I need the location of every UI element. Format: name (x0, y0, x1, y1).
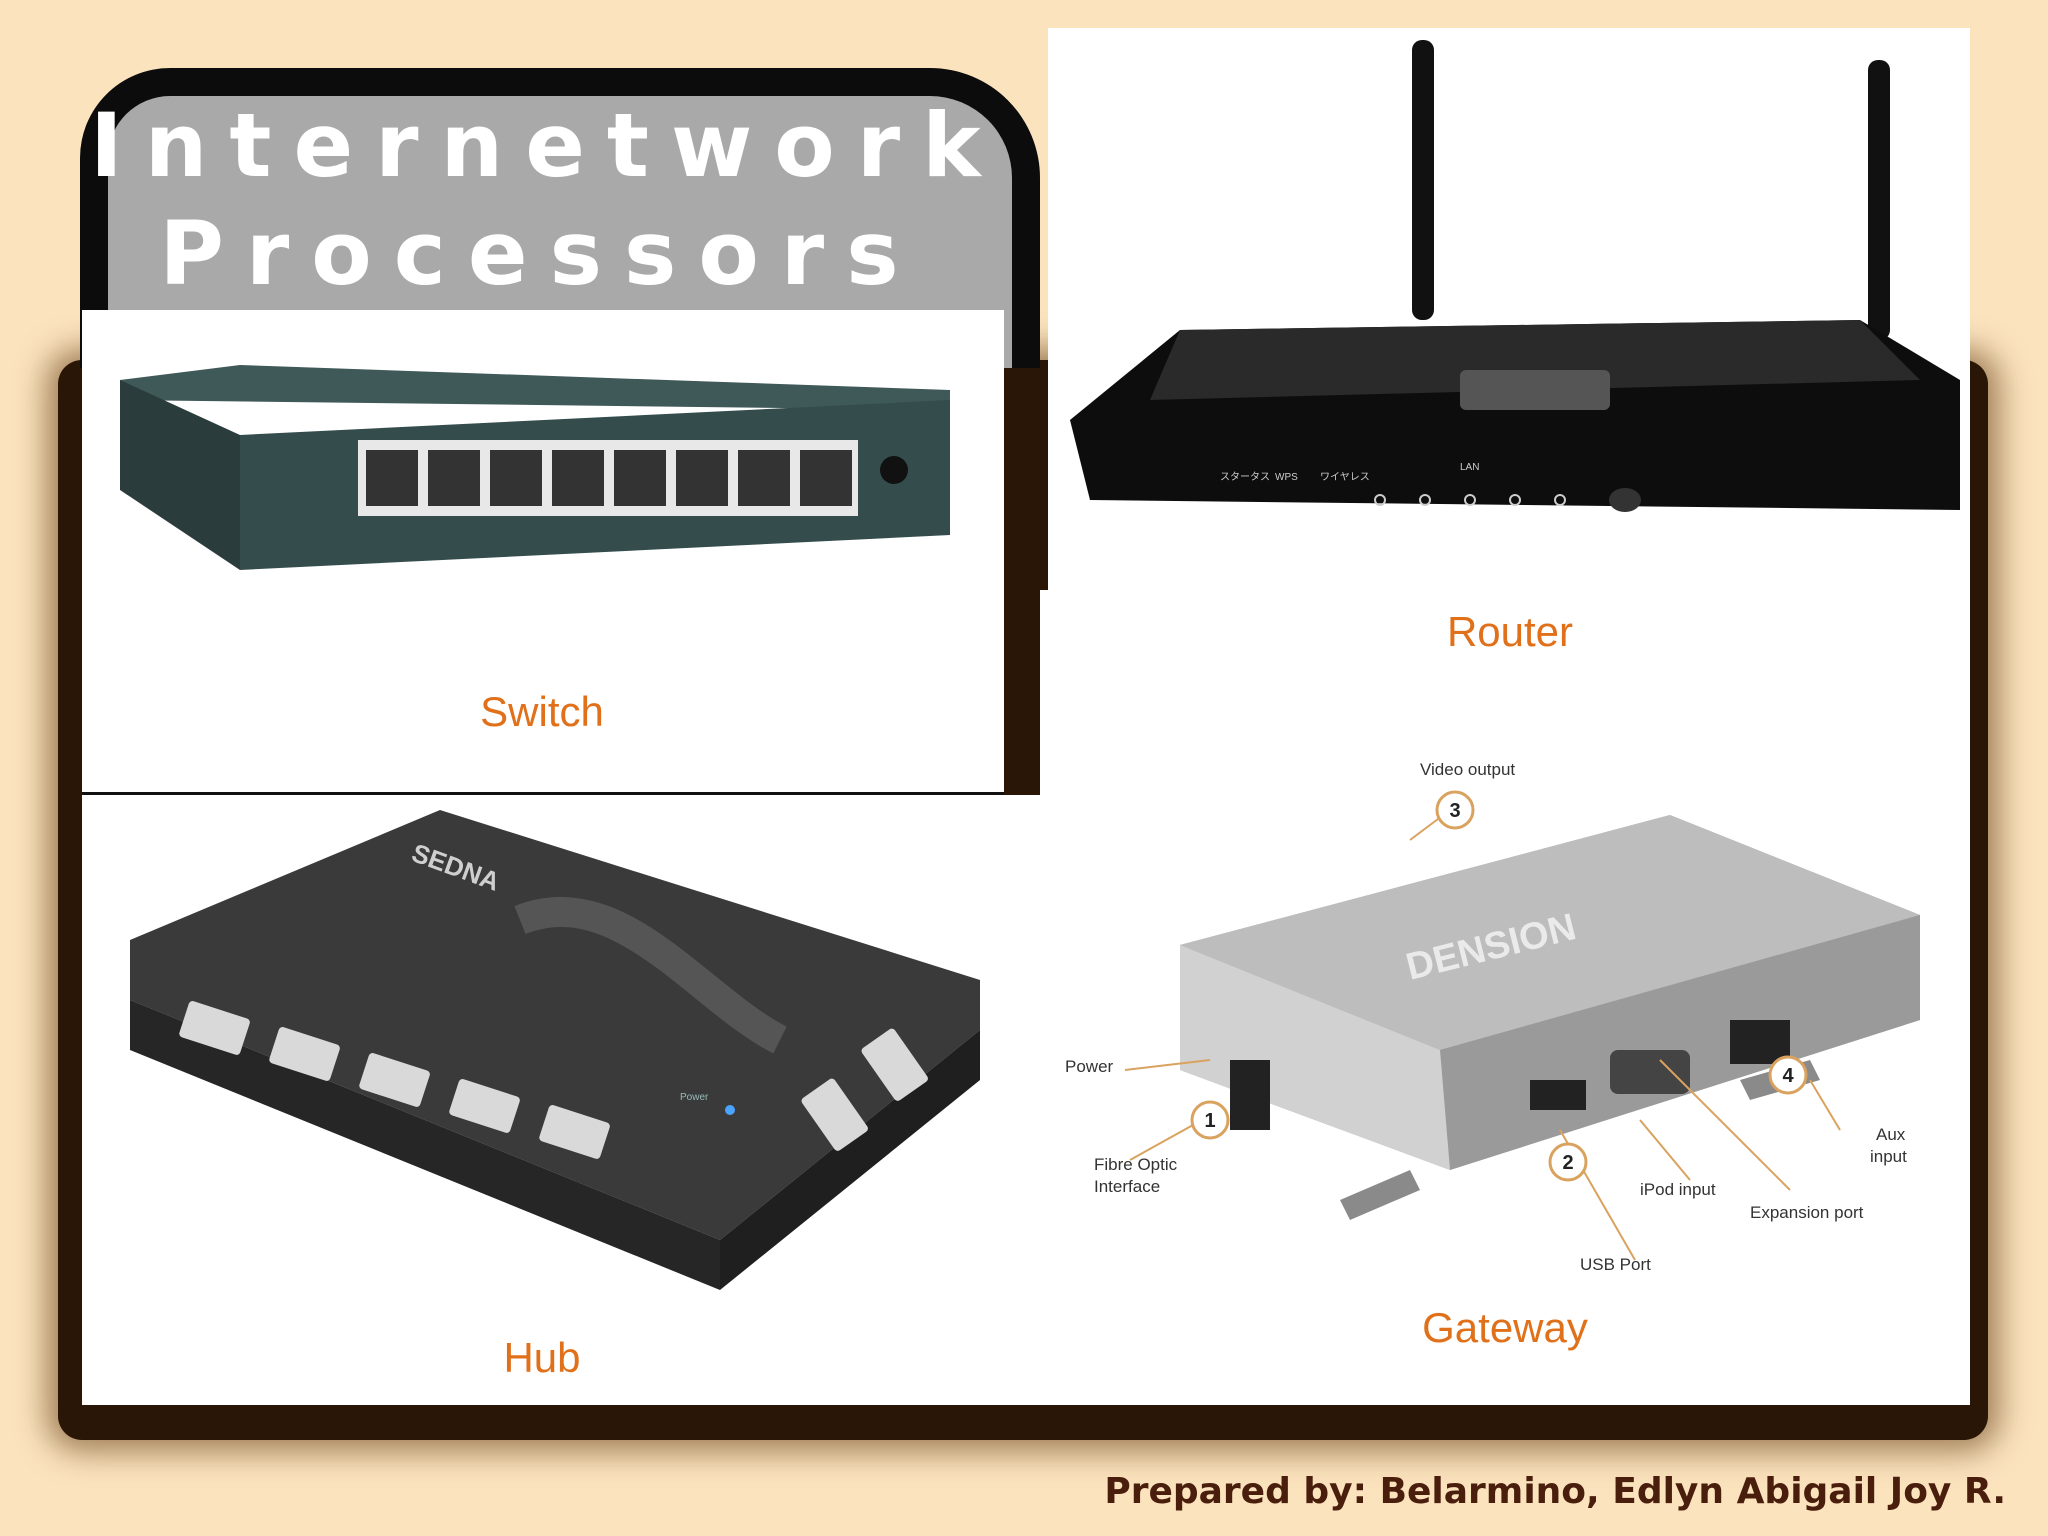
panel-divider (82, 792, 1004, 795)
router-led-label: WPS (1275, 472, 1298, 483)
slide-title: Internetwork Processors (90, 92, 990, 308)
hub-power-text: Power (680, 1092, 709, 1103)
callout-ipod-input: iPod input (1640, 1180, 1716, 1199)
callout-aux-input: Aux (1876, 1125, 1906, 1144)
callout-number: 3 (1449, 800, 1460, 822)
router-led-label: スタータス (1220, 471, 1270, 483)
hub-image: SEDNA Power (130, 810, 980, 1290)
prepared-by-credit: Prepared by: Belarmino, Edlyn Abigail Jo… (1104, 1471, 2006, 1512)
callout-number: 4 (1782, 1065, 1794, 1087)
gateway-label: Gateway (1422, 1304, 1588, 1351)
switch-image (120, 365, 950, 570)
callout-power: Power (1065, 1057, 1114, 1076)
callout-expansion-port: Expansion port (1750, 1203, 1864, 1222)
callout-fibre-optic: Fibre Optic (1094, 1155, 1178, 1174)
router-label: Router (1446, 608, 1574, 655)
hub-label: Hub (503, 1334, 581, 1381)
title-line-1: Internetwork (90, 94, 1003, 197)
callout-video-output: Video output (1420, 760, 1515, 779)
callout-number: 1 (1204, 1110, 1215, 1132)
router-image: スタータス WPS ワイヤレス LAN (1070, 40, 1960, 512)
title-line-2: Processors (159, 202, 921, 305)
callout-fibre-optic: Interface (1094, 1177, 1160, 1196)
switch-label: Switch (480, 688, 604, 735)
callout-usb-port: USB Port (1580, 1255, 1651, 1274)
callout-number: 2 (1562, 1152, 1573, 1174)
router-led-label: LAN (1460, 462, 1479, 473)
callout-aux-input: input (1870, 1147, 1907, 1166)
gateway-image: DENSION 1 2 3 4 Video output Power Fibre… (1065, 760, 1920, 1274)
router-led-label: ワイヤレス (1320, 472, 1370, 483)
